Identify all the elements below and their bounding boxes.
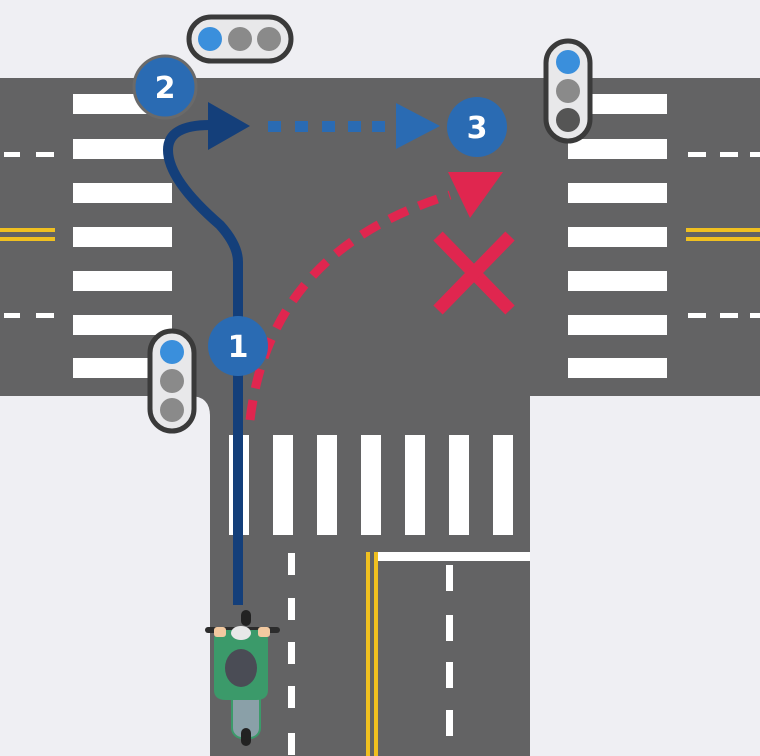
lane-dash <box>446 565 453 591</box>
lane-markings <box>0 152 760 756</box>
crosswalk-stripe <box>405 435 425 535</box>
lane-dash <box>288 733 295 755</box>
crosswalk-stripe <box>73 183 172 203</box>
step-marker-3: 3 <box>447 97 507 157</box>
blue-dot <box>372 121 385 132</box>
crosswalk-stripe <box>493 435 513 535</box>
crosswalk-stripe <box>449 435 469 535</box>
crosswalk-stripe <box>317 435 337 535</box>
crosswalk-stripe <box>568 358 667 378</box>
step-marker-1: 1 <box>208 316 268 376</box>
blue-dot <box>348 121 361 132</box>
crosswalk-stripe <box>273 435 293 535</box>
crosswalk-stripe <box>73 227 172 247</box>
blue-dot <box>268 121 281 132</box>
forbidden-x-icon <box>433 231 515 315</box>
lane-dash <box>288 686 295 708</box>
lane-dash <box>288 642 295 664</box>
crosswalk-stripe <box>73 315 172 335</box>
lane-dash <box>446 615 453 641</box>
two-stage-turn-path <box>162 102 440 605</box>
crosswalk-stripe <box>568 227 667 247</box>
crosswalk-stripe <box>73 271 172 291</box>
crosswalk-stripe <box>568 94 667 114</box>
lane-dash <box>446 662 453 688</box>
blue-dot <box>322 121 335 132</box>
forbidden-direct-turn-path <box>245 172 503 421</box>
crosswalk-bottom <box>229 435 513 535</box>
crosswalk-stripe <box>568 183 667 203</box>
step-2-label: 2 <box>155 71 176 106</box>
traffic-light-horizontal-icon <box>186 14 294 64</box>
crosswalk-stripe <box>568 139 667 159</box>
crosswalk-stripe <box>73 358 172 378</box>
crosswalk-stripe <box>361 435 381 535</box>
crosswalk-right <box>568 94 667 378</box>
step-1-label: 1 <box>228 330 249 365</box>
blue-dotted-arrowhead-icon <box>396 103 440 149</box>
traffic-light-vertical-left-icon <box>147 328 197 434</box>
lane-dash <box>288 553 295 575</box>
crosswalk-stripe <box>568 271 667 291</box>
lane-dash <box>288 598 295 620</box>
step-marker-2: 2 <box>132 54 198 120</box>
blue-arrowhead-icon <box>208 102 250 150</box>
lane-dash <box>446 710 453 736</box>
red-arrowhead-icon <box>448 172 503 218</box>
motorcycle-rider-icon <box>205 610 280 746</box>
crosswalk-stripe <box>73 139 172 159</box>
step-3-label: 3 <box>467 111 488 146</box>
traffic-light-vertical-right-icon <box>543 38 593 144</box>
blue-dot <box>295 121 308 132</box>
crosswalk-stripe <box>568 315 667 335</box>
